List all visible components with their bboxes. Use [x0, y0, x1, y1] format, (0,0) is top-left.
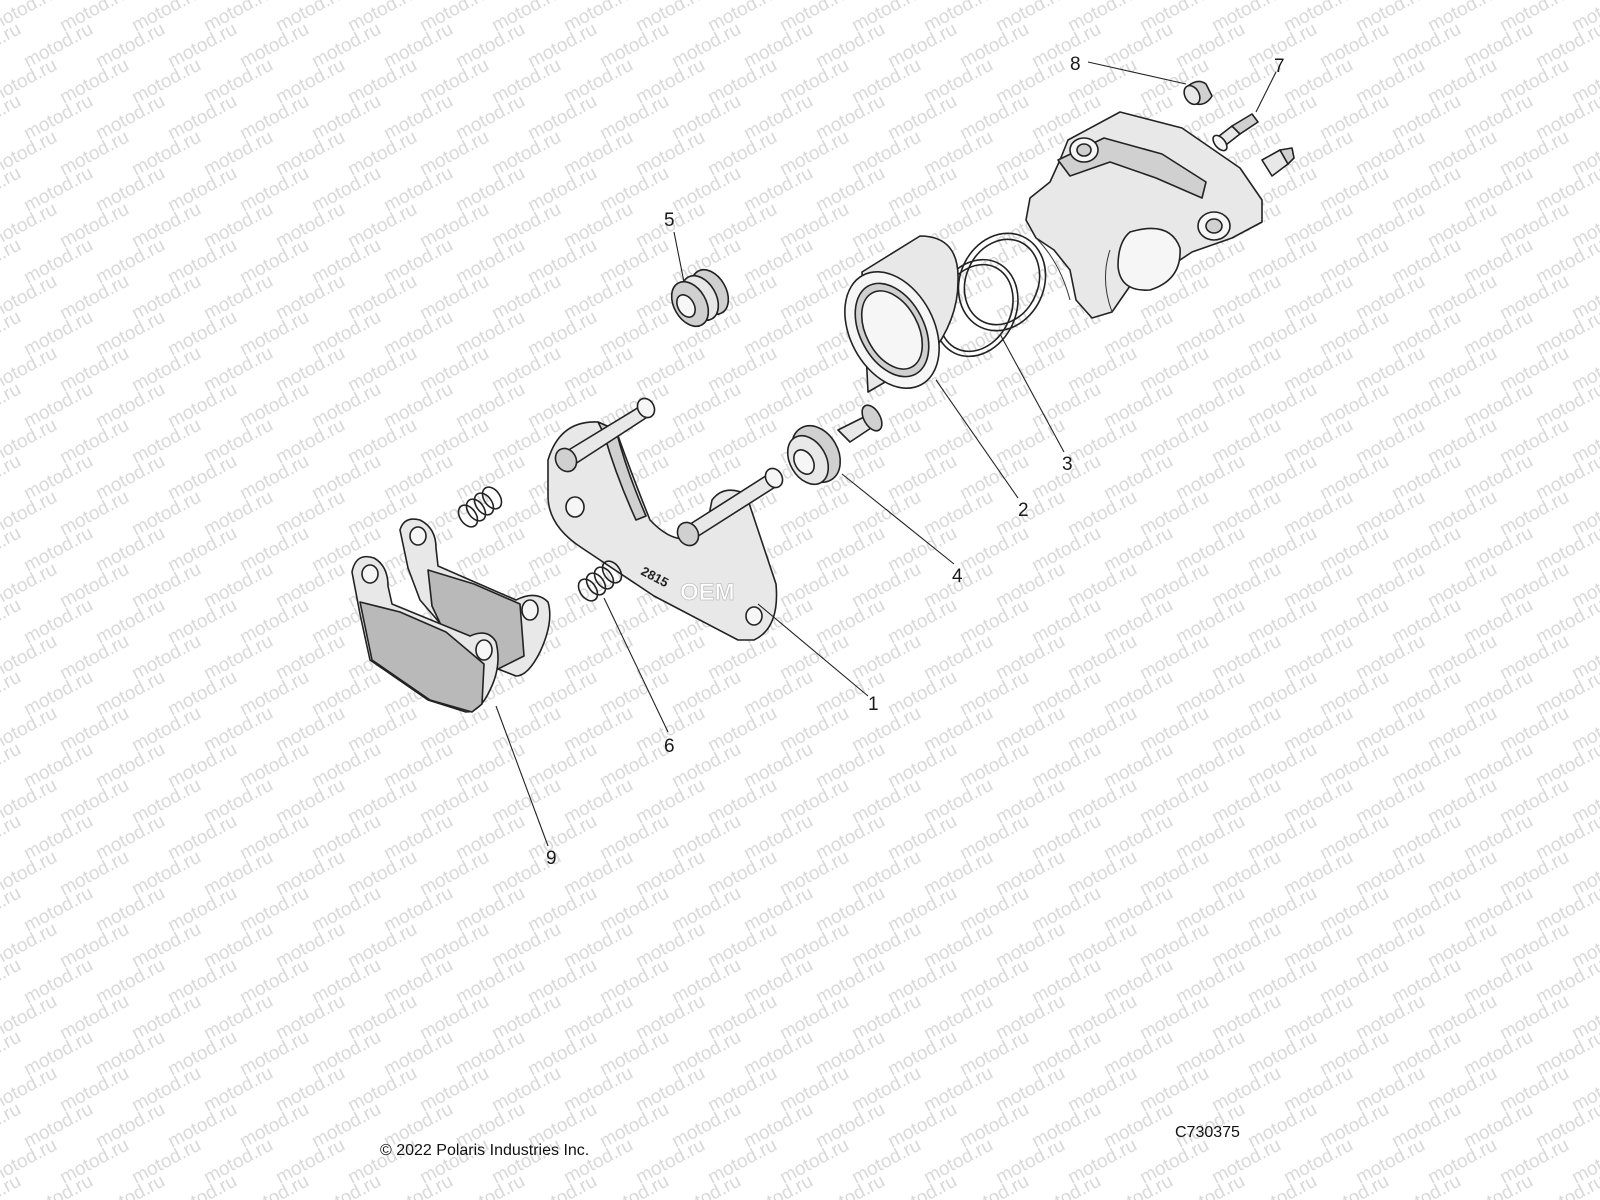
- leader-lines: [495, 61, 1277, 847]
- leader-5: [673, 231, 685, 283]
- leader-4: [841, 473, 955, 565]
- copyright-notice: © 2022 Polaris Industries Inc.: [380, 1142, 590, 1159]
- brake-pad-front: [351, 555, 499, 713]
- caliper-housing: [1025, 111, 1263, 319]
- callout-5: 5: [664, 210, 675, 231]
- bleeder-screw: [1212, 113, 1259, 152]
- callout-9: 9: [546, 848, 557, 869]
- leader-6: [603, 597, 669, 733]
- bleeder-fitting: [1261, 147, 1295, 177]
- leader-3: [999, 333, 1065, 453]
- leader-8: [1087, 61, 1187, 85]
- brake-pad-rear: [399, 518, 551, 677]
- slide-pin-with-boot: [786, 404, 883, 486]
- callout-6: 6: [664, 736, 675, 757]
- leader-7: [1255, 71, 1277, 113]
- pad-spring-upper: [457, 486, 503, 528]
- leader-2: [935, 379, 1019, 499]
- callout-3: 3: [1062, 454, 1073, 475]
- pad-spring-lower: [577, 560, 623, 602]
- callout-4: 4: [952, 566, 963, 587]
- bleeder-cap: [1183, 80, 1213, 106]
- leader-9: [495, 705, 549, 847]
- callout-8: 8: [1070, 54, 1081, 75]
- leader-1: [757, 603, 869, 697]
- slide-pin-boot: [670, 268, 730, 328]
- bracket-logo: OEM: [680, 579, 735, 606]
- callout-7: 7: [1274, 56, 1285, 77]
- caliper-mounting-bracket: 2815 OEM: [547, 397, 784, 641]
- caliper-piston: [844, 235, 959, 393]
- callout-1: 1: [868, 694, 879, 715]
- callout-2: 2: [1018, 500, 1029, 521]
- callout-labels: 1 2 3 4 5 6 7 8 9: [546, 54, 1285, 869]
- drawing-code: C730375: [1175, 1124, 1240, 1141]
